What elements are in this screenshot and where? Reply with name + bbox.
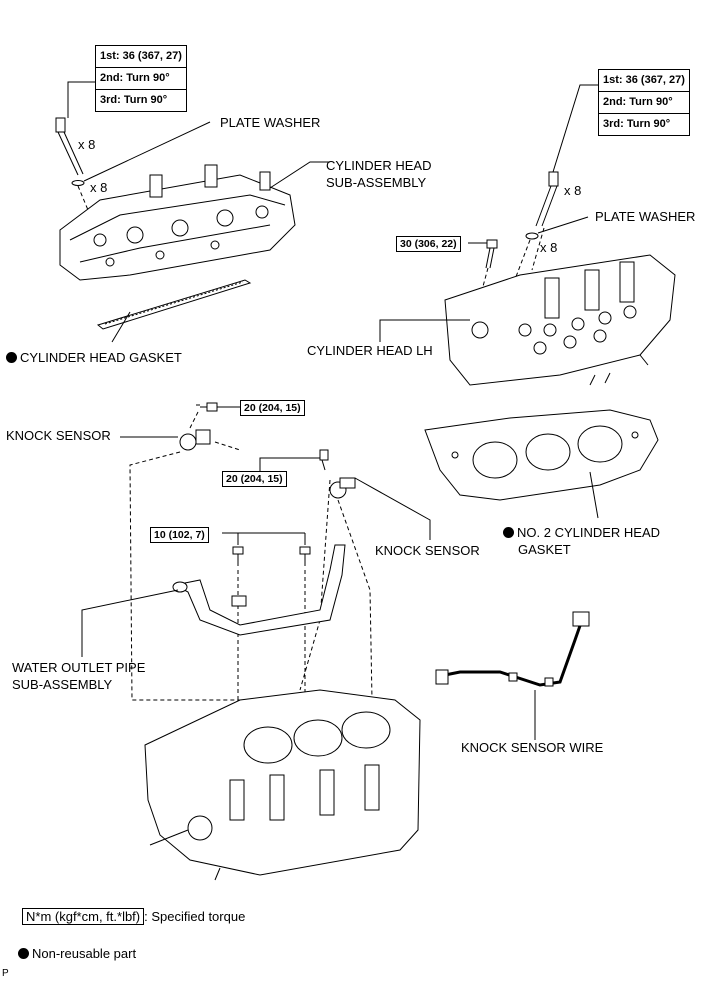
left-plate-washer-icon: [71, 180, 85, 186]
corner-mark: P: [2, 968, 9, 979]
knock-sensor-left-label: KNOCK SENSOR: [6, 428, 111, 443]
cylinder-head-sub-label-2: SUB-ASSEMBLY: [326, 175, 427, 190]
left-torque-leader: [67, 81, 98, 118]
knock-sensor-right-label: KNOCK SENSOR: [375, 543, 480, 558]
cylinder-head-gasket-label: CYLINDER HEAD GASKET: [6, 350, 182, 366]
torque-20-a: 20 (204, 15): [240, 400, 305, 416]
plate-washer-right-label: PLATE WASHER: [595, 209, 696, 224]
cam-housing-bolt-icon: [485, 239, 498, 269]
right-head-bolt-icon: [535, 171, 559, 227]
left-bolt-qty: x 8: [78, 137, 96, 152]
torque-10: 10 (102, 7): [150, 527, 209, 543]
left-head-bolt-icon: [55, 117, 84, 176]
water-outlet-label-2: SUB-ASSEMBLY: [12, 677, 113, 692]
left-washer-qty: x 8: [90, 180, 108, 195]
torque-20-b: 20 (204, 15): [222, 471, 287, 487]
left-torque-1st: 1st: 36 (367, 27): [96, 46, 186, 68]
right-torque-table: 1st: 36 (367, 27) 2nd: Turn 90° 3rd: Tur…: [598, 69, 690, 136]
nonreusable-dot-icon: [6, 352, 17, 363]
knock-sensor-left-icon: [179, 429, 211, 451]
knock-sensor-wire-icon: [435, 611, 590, 687]
right-bolt-qty: x 8: [564, 183, 582, 198]
knock-sensor-right-icon: [329, 477, 356, 499]
left-torque-table: 1st: 36 (367, 27) 2nd: Turn 90° 3rd: Tur…: [95, 45, 187, 112]
water-outlet-pipe-icon: [172, 544, 346, 636]
cylinder-head-sub-assembly-icon: [59, 164, 296, 281]
legend-nonreusable: Non-reusable part: [18, 946, 136, 962]
left-torque-2nd: 2nd: Turn 90°: [96, 68, 186, 90]
plate-washer-left-label: PLATE WASHER: [220, 115, 321, 130]
no2-cylinder-head-gasket-icon: [424, 409, 659, 501]
right-torque-2nd: 2nd: Turn 90°: [599, 92, 689, 114]
right-washer-qty: x 8: [540, 240, 558, 255]
cylinder-head-lh-label: CYLINDER HEAD LH: [307, 343, 433, 358]
nonreusable-dot-icon: [18, 948, 29, 959]
legend-torque: N*m (kgf*cm, ft.*lbf): Specified torque: [22, 908, 246, 925]
right-torque-1st: 1st: 36 (367, 27): [599, 70, 689, 92]
cylinder-head-lh-icon: [444, 254, 676, 386]
cylinder-head-sub-label-1: CYLINDER HEAD: [326, 158, 432, 173]
right-plate-washer-icon: [525, 232, 539, 240]
knock-sensor-right-bolt-icon: [319, 449, 329, 471]
no2-gasket-label-1: NO. 2 CYLINDER HEAD: [503, 525, 660, 541]
no2-gasket-label-2: GASKET: [518, 542, 571, 557]
legend-unit-desc: : Specified torque: [144, 909, 246, 924]
knock-sensor-left-bolt-icon: [196, 402, 218, 412]
right-torque-3rd: 3rd: Turn 90°: [603, 118, 671, 130]
knock-sensor-wire-label: KNOCK SENSOR WIRE: [461, 740, 604, 755]
nonreusable-dot-icon: [503, 527, 514, 538]
water-pipe-bolt-a-icon: [232, 546, 244, 566]
water-outlet-label-1: WATER OUTLET PIPE: [12, 660, 146, 675]
left-torque-3rd: 3rd: Turn 90°: [100, 94, 168, 106]
water-pipe-bolt-b-icon: [299, 546, 311, 566]
legend-unit-box: N*m (kgf*cm, ft.*lbf): [22, 908, 145, 925]
cylinder-head-gasket-icon: [96, 279, 252, 330]
torque-30: 30 (306, 22): [396, 236, 461, 252]
engine-block-icon: [144, 689, 421, 881]
